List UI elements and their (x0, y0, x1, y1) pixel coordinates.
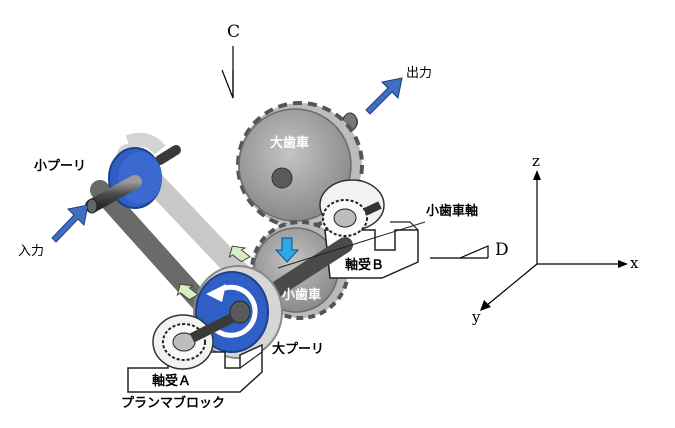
small-gear-label: 小歯車 (282, 288, 322, 303)
input-label: 入力 (18, 244, 45, 259)
large-pulley-label: 大プーリ (272, 342, 325, 357)
shaft-leader-line (277, 221, 426, 269)
input-arrow (51, 204, 89, 243)
belt-direction-arrows (176, 245, 251, 301)
rotation-arrow (214, 284, 258, 338)
view-marker-c (221, 46, 234, 99)
view-c-label: C (227, 22, 241, 42)
small-pulley (85, 145, 181, 214)
small-gear-shaft-label: 小歯車軸 (426, 204, 479, 219)
coordinate-axes (480, 170, 628, 311)
bearing-a (127, 313, 263, 393)
bearing-a-label: 軸受Ａ (152, 374, 192, 389)
small-pulley-label: 小プーリ (34, 159, 87, 174)
view-marker-d (430, 245, 489, 259)
output-arrow (365, 77, 403, 115)
view-d-label: D (495, 240, 509, 260)
large-pulley (193, 265, 283, 359)
bearing-b-label: 軸受Ｂ (345, 258, 385, 273)
force-arrow (274, 237, 300, 263)
plummer-block-label: プランマブロック (121, 396, 226, 411)
large-gear-label: 大歯車 (270, 136, 310, 151)
x-axis-label: x (630, 254, 639, 272)
output-label: 出力 (406, 66, 433, 81)
y-axis-label: y (472, 308, 481, 326)
z-axis-label: z (532, 152, 540, 170)
